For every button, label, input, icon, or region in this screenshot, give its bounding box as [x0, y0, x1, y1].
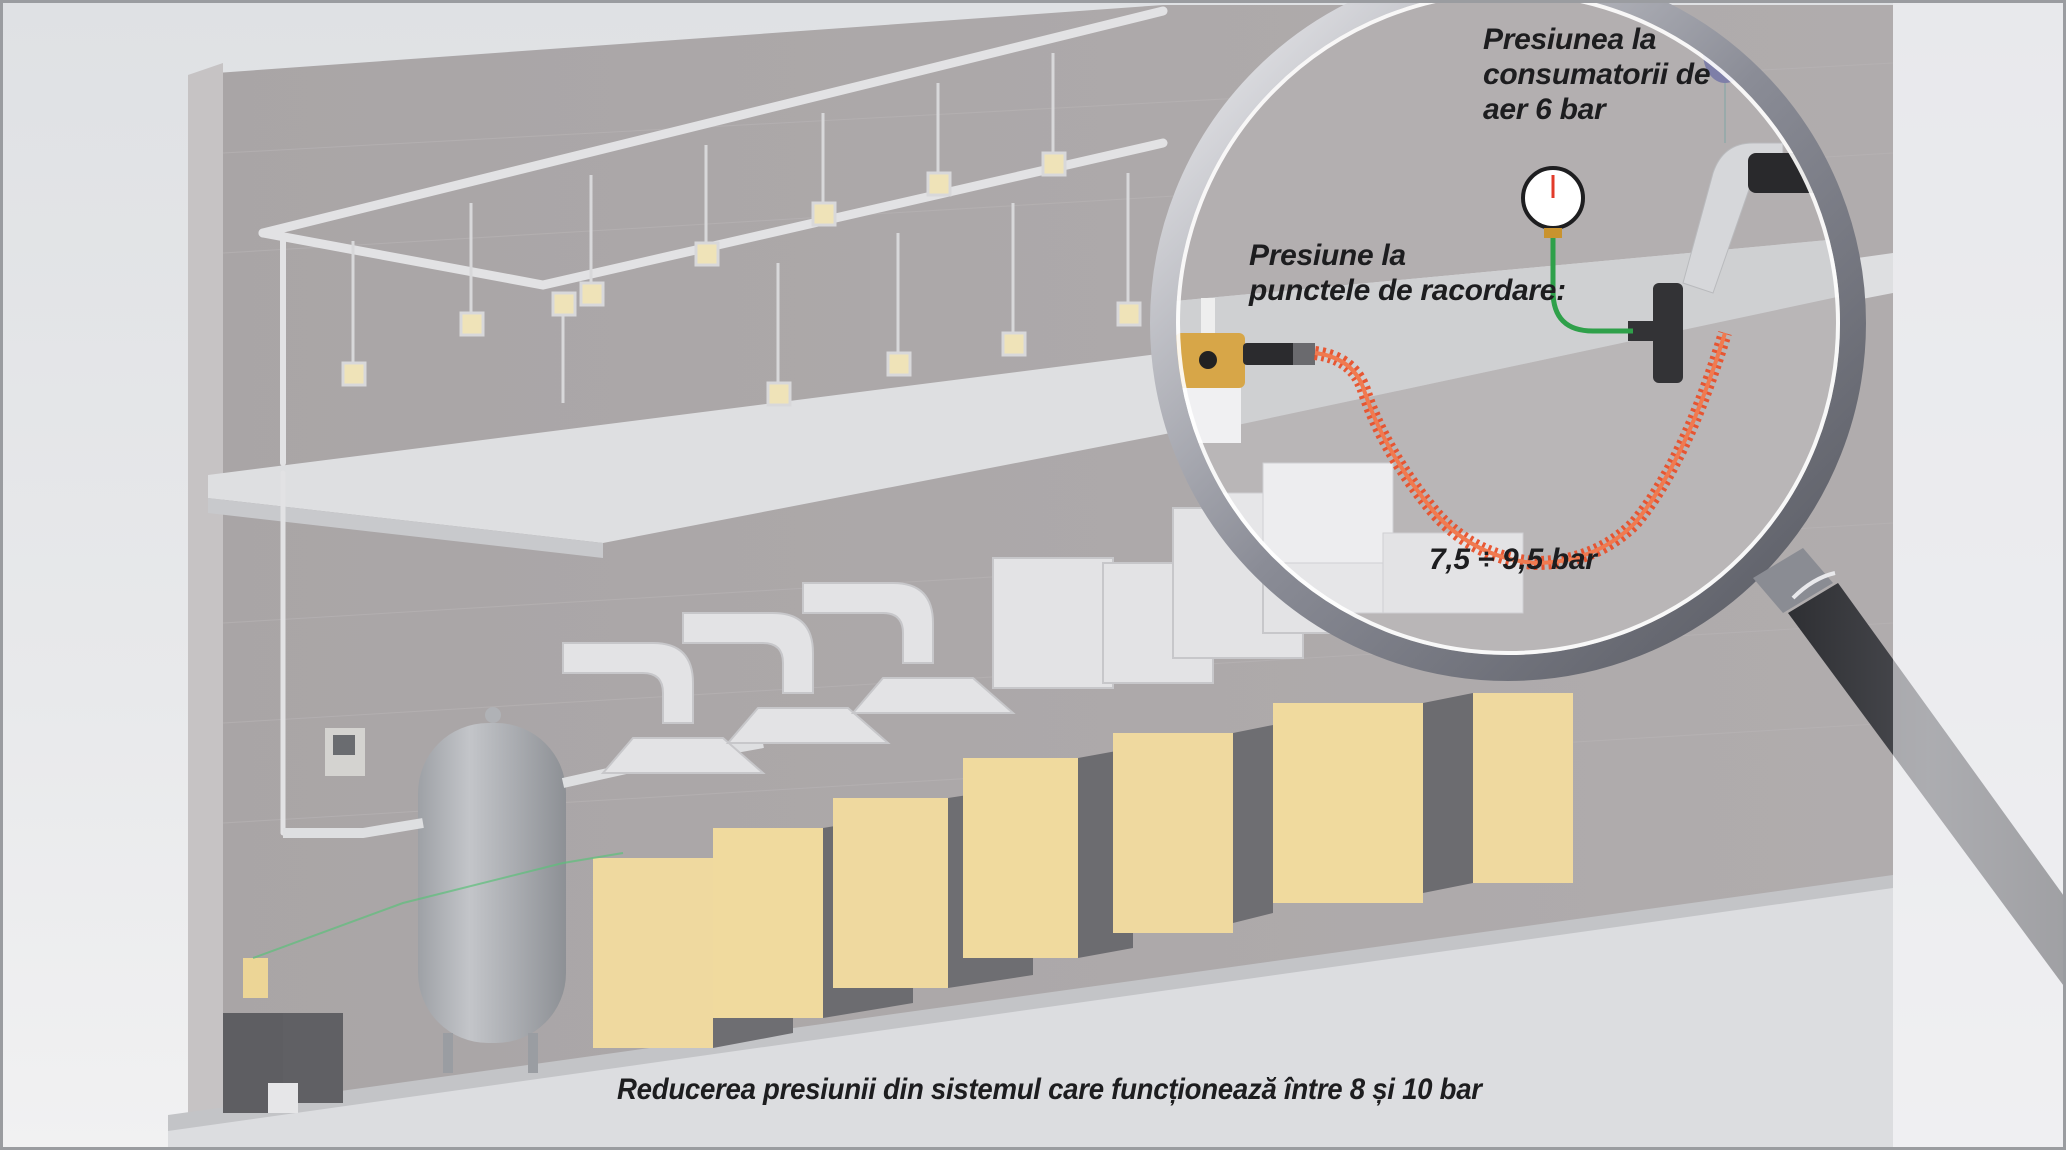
consumer-pressure-label: Presiunea la consumatorii de aer 6 bar [1483, 23, 1813, 127]
pressure-gauge-icon [1521, 166, 1585, 238]
consumer-pressure-line-1: Presiunea la [1483, 23, 1657, 56]
figure-caption: Reducerea presiunii din sistemul care fu… [617, 1073, 1482, 1106]
connection-pressure-label: Presiune la punctele de racordare: [1249, 239, 1589, 309]
pipe-drops [341, 53, 1142, 407]
connection-pressure-range: 7,5 ÷ 9,5 bar [1429, 543, 1597, 576]
filter-regulator [1175, 298, 1315, 443]
connection-pressure-line-2: punctele de racordare: [1249, 273, 1566, 307]
side-panel [1893, 3, 2063, 1147]
scene-illustration [168, 3, 2063, 1147]
consumer-pressure-line-2: consumatorii de [1483, 57, 1711, 91]
condensate-units [223, 958, 343, 1113]
air-receiver-tank [418, 707, 566, 1073]
magnifier-lens [1150, 3, 1866, 681]
ground-floor [168, 883, 1893, 1147]
pipe-network [258, 6, 1168, 836]
consumer-pressure-line-3: aer 6 bar [1483, 92, 1606, 126]
gauge-tube [1550, 231, 1633, 334]
tee-fitting [1653, 283, 1683, 383]
compressor-row [593, 693, 1573, 1048]
connection-pressure-line-1: Presiune la [1249, 239, 1406, 272]
